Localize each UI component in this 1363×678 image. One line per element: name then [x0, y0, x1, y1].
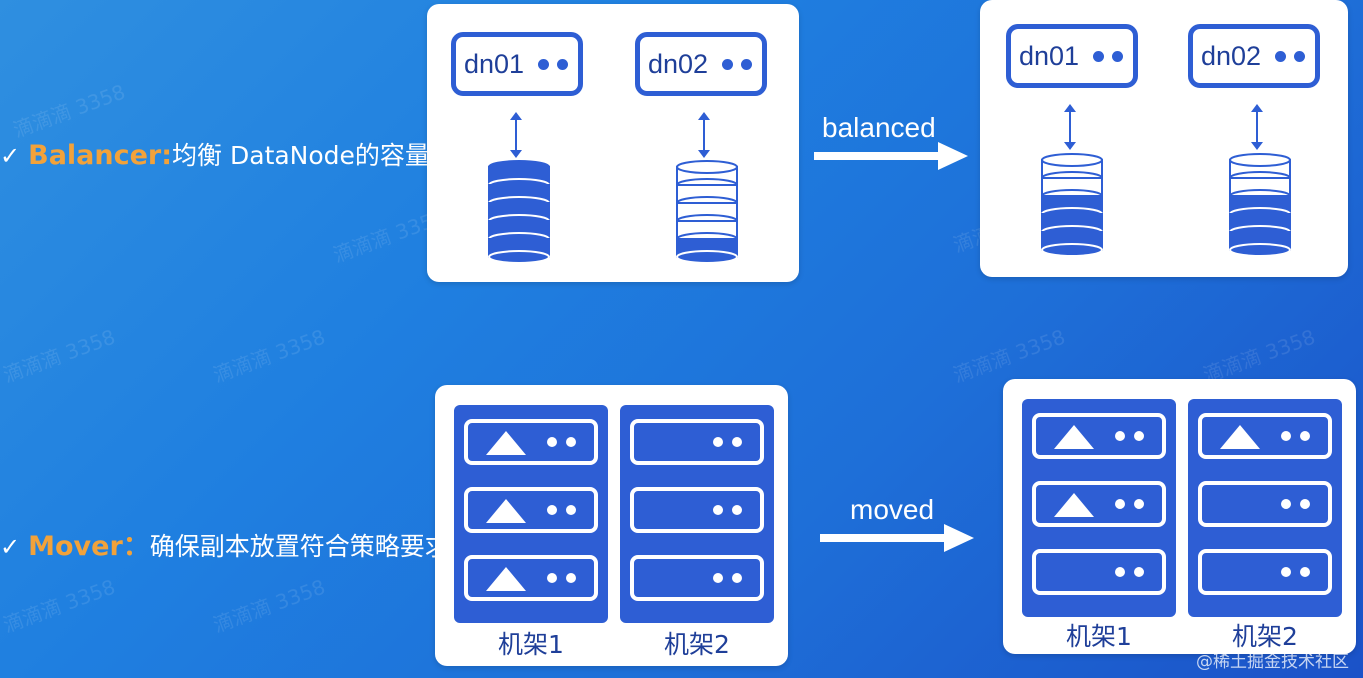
dots-icon — [713, 573, 742, 583]
watermark: 滴滴滴 3358 — [0, 324, 119, 388]
watermark: 滴滴滴 3358 — [209, 574, 329, 638]
watermark: 滴滴滴 3358 — [209, 324, 329, 388]
mover-desc: 确保副本放置符合策略要求 — [149, 532, 450, 561]
double-arrow-icon — [510, 112, 522, 158]
dots-icon — [547, 505, 576, 515]
balancer-desc: 均衡 DataNode的容量 — [172, 141, 430, 170]
dots-icon — [1115, 431, 1144, 441]
dots-icon — [1281, 567, 1310, 577]
disk-top — [676, 160, 738, 174]
disk-top — [1041, 153, 1103, 167]
dots-icon — [1281, 431, 1310, 441]
dots-icon — [538, 58, 568, 70]
rack-label: 机架2 — [1232, 622, 1298, 651]
datanode-box: dn02 — [635, 32, 767, 96]
server-slot-icon — [1032, 413, 1166, 459]
arrow-label: moved — [850, 494, 935, 525]
datanode-box: dn01 — [1006, 24, 1138, 88]
datanode-box: dn02 — [1188, 24, 1320, 88]
rack-label: 机架1 — [498, 630, 564, 659]
datanode-label: dn02 — [1201, 40, 1262, 71]
server-slot-icon — [464, 419, 598, 465]
arrow-right-icon — [814, 142, 968, 170]
disk-top — [488, 160, 550, 174]
double-arrow-icon — [1251, 104, 1263, 150]
dots-icon — [1115, 567, 1144, 577]
datanode-label: dn02 — [648, 48, 709, 79]
corner-watermark: @稀土掘金技术社区 — [1196, 652, 1349, 672]
watermark: 滴滴滴 3358 — [9, 79, 129, 143]
database-icon — [676, 160, 738, 263]
rack-label: 机架1 — [1066, 622, 1132, 651]
server-slot-icon — [630, 487, 764, 533]
arrow-label: balanced — [822, 112, 936, 143]
datanode-label: dn01 — [464, 48, 525, 79]
datanode-label: dn01 — [1019, 40, 1080, 71]
server-slot-icon — [1198, 481, 1332, 527]
balancer-bullet: ✓ Balancer: 均衡 DataNode的容量 — [0, 136, 430, 172]
disk-top — [1229, 153, 1291, 167]
server-slot-icon — [1032, 549, 1166, 595]
watermark: 滴滴滴 3358 — [0, 574, 119, 638]
checkmark-icon: ✓ — [0, 142, 21, 170]
triangle-icon — [1220, 425, 1260, 449]
dots-icon — [713, 437, 742, 447]
balancer-key: Balancer: — [28, 140, 173, 171]
mover-after-panel: 机架1 机架2 — [1003, 379, 1356, 654]
double-arrow-icon — [698, 112, 710, 158]
server-slot-icon — [630, 419, 764, 465]
dots-icon — [547, 437, 576, 447]
mover-before-panel: 机架1 机架2 — [435, 385, 788, 666]
mover-key: Mover： — [28, 531, 150, 562]
server-slot-icon — [464, 555, 598, 601]
rack-label: 机架2 — [664, 630, 730, 659]
checkmark-icon: ✓ — [0, 533, 21, 561]
dots-icon — [1275, 50, 1305, 62]
dots-icon — [713, 505, 742, 515]
disk-layer — [1229, 231, 1291, 256]
server-slot-icon — [1032, 481, 1166, 527]
database-icon — [1229, 153, 1291, 256]
balancer-before-panel: dn01 dn02 — [427, 4, 799, 282]
arrow-right-icon — [820, 524, 974, 552]
triangle-icon — [1054, 425, 1094, 449]
dots-icon — [722, 58, 752, 70]
datanode-box: dn01 — [451, 32, 583, 96]
server-slot-icon — [630, 555, 764, 601]
database-icon — [1041, 153, 1103, 256]
server-slot-icon — [1198, 549, 1332, 595]
database-icon — [488, 160, 550, 263]
triangle-icon — [486, 567, 526, 591]
balancer-after-panel: dn01 dn02 — [980, 0, 1348, 277]
rack — [620, 405, 774, 623]
rack — [1022, 399, 1176, 617]
dots-icon — [1281, 499, 1310, 509]
server-slot-icon — [1198, 413, 1332, 459]
triangle-icon — [1054, 493, 1094, 517]
dots-icon — [1115, 499, 1144, 509]
triangle-icon — [486, 499, 526, 523]
disk-layer — [676, 238, 738, 263]
dots-icon — [547, 573, 576, 583]
server-slot-icon — [464, 487, 598, 533]
dots-icon — [1093, 50, 1123, 62]
triangle-icon — [486, 431, 526, 455]
disk-layer — [1041, 231, 1103, 256]
mover-bullet: ✓ Mover： 确保副本放置符合策略要求 — [0, 524, 450, 563]
rack — [454, 405, 608, 623]
double-arrow-icon — [1064, 104, 1076, 150]
disk-layer — [488, 238, 550, 263]
rack — [1188, 399, 1342, 617]
